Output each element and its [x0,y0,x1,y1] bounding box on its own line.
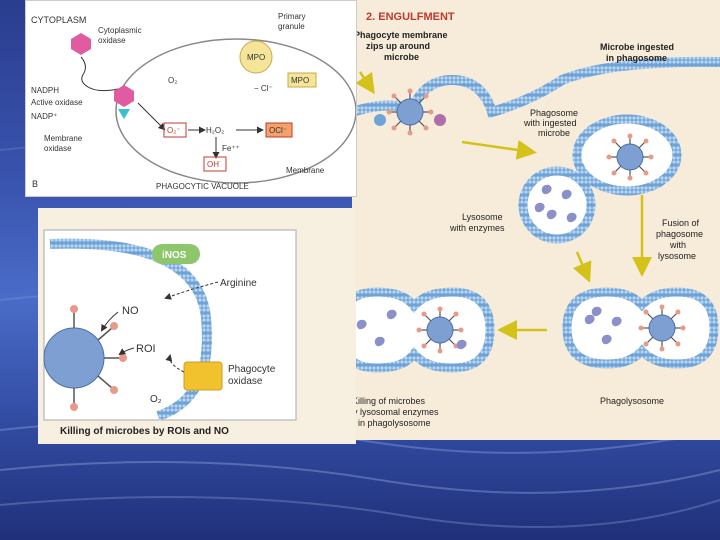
label-zips-1: Phagocyte membrane [354,30,448,40]
lysosome [518,166,596,244]
arrow-zip [355,71,375,95]
label-zips-3: microbe [384,52,419,62]
label-o2: O₂ [150,394,162,405]
active-oxidase-icon [114,85,134,107]
label-cyto-oxidase-1: Cytoplasmic [98,26,142,35]
label-roi: ROI [136,343,156,355]
arrow-oxidase [165,354,185,373]
label-phagolysosome: Phagolysosome [600,396,664,406]
oxidase-tether [80,56,119,92]
label-h2o2: H₂O₂ [206,126,224,135]
vacuole-diagram: CYTOPLASM Cytoplasmic oxidase NADPH Acti… [31,12,357,191]
label-oh: OH˙ [207,160,222,169]
phagosome-membrane [49,238,212,421]
label-no: NO [122,305,139,317]
label-primary-2: granule [278,22,305,31]
mpo-box [287,72,317,88]
label-fe: Fe⁺⁺ [222,144,240,153]
arrow-arginine [164,281,219,300]
label-o2: O₂ [168,76,177,85]
vacuole-membrane [115,38,357,184]
label-arginine: Arginine [220,278,257,289]
panel-letter-b: B [32,179,38,189]
phagocytic-vacuole-panel: CYTOPLASM Cytoplasmic oxidase NADPH Acti… [25,0,357,197]
phagolysosome-killing [335,287,495,373]
killing-diagram: iNOS Arginine NO ROI Phagocyte oxidase O… [43,229,297,437]
label-fusion-3: with [669,240,686,250]
label-mpo-b: MPO [291,76,309,85]
label-ingested-2: in phagosome [606,53,667,63]
label-oxidase-2: oxidase [228,376,263,387]
killing-roi-no-panel: iNOS Arginine NO ROI Phagocyte oxidase O… [38,208,356,444]
microbe-engulfing [385,87,435,137]
membrane-fold-left [374,114,386,126]
label-nadph: NADPH [31,86,59,95]
membrane-oxidase-icon [118,109,130,119]
killing-caption: Killing of microbes by ROIs and NO [60,426,229,437]
label-cyto-oxidase-2: oxidase [98,36,126,45]
label-ingested-1: Microbe ingested [600,42,674,52]
arrow-oxidase-reaction [137,102,166,131]
label-membrane: Membrane [286,166,325,175]
label-lysosome-1: Lysosome [462,212,503,222]
oh-box [203,156,227,172]
membrane-fold-right [434,114,446,126]
microbe-spike-tips [70,305,127,411]
label-fusion-2: phagosome [656,229,703,239]
label-phagosome-1: Phagosome [530,108,578,118]
label-primary-1: Primary [278,12,306,21]
engulfment-diagram: 2. ENGULFMENT [335,11,720,428]
microbe-being-killed [415,305,465,355]
arrow-no [100,311,119,332]
label-mpo-a: MPO [247,53,265,62]
engulfment-heading: 2. ENGULFMENT [366,11,455,23]
label-zips-2: zips up around [366,41,430,51]
ocl-box [265,122,293,138]
label-vacuole: PHAGOCYTIC VACUOLE [156,182,249,191]
inos-badge [152,244,200,264]
label-fusion-4: lysosome [658,251,696,261]
arrow-roi [118,347,135,356]
label-phagosome-2: with ingested [523,118,577,128]
label-fusion-1: Fusion of [662,218,700,228]
phagocyte-oxidase-box [183,361,223,391]
engulfment-panel: 2. ENGULFMENT [335,0,720,440]
label-killing-2: by lysosomal enzymes [352,407,439,417]
label-killing-1: Killing of microbes [352,396,426,406]
arrow-lysosome [572,251,592,283]
label-cytoplasm: CYTOPLASM [31,15,86,25]
label-ocl: OCl⁻ [269,126,287,135]
label-active-oxidase: Active oxidase [31,98,83,107]
label-nadp: NADP⁺ [31,112,57,121]
microbe-large [43,327,105,389]
label-membrane-oxidase-1: Membrane [44,134,83,143]
label-lysosome-2: with enzymes [449,223,505,233]
label-superoxide: O₂⁻ [167,126,181,135]
label-oxidase-1: Phagocyte [228,364,276,375]
label-inos: iNOS [162,250,187,261]
superoxide-box [163,122,187,138]
cytoplasmic-oxidase-icon [71,33,91,55]
microbe-spikes [73,312,120,404]
label-killing-3: in phagolysosome [358,418,431,428]
label-membrane-oxidase-2: oxidase [44,144,72,153]
label-phagosome-3: microbe [538,128,570,138]
arrow-to-phagosome [461,139,537,160]
label-cl: − Cl⁻ [254,84,273,93]
microbe-in-phagolysosome [637,303,687,353]
microbe-in-phagosome [605,132,655,182]
primary-granule-icon [239,40,273,74]
